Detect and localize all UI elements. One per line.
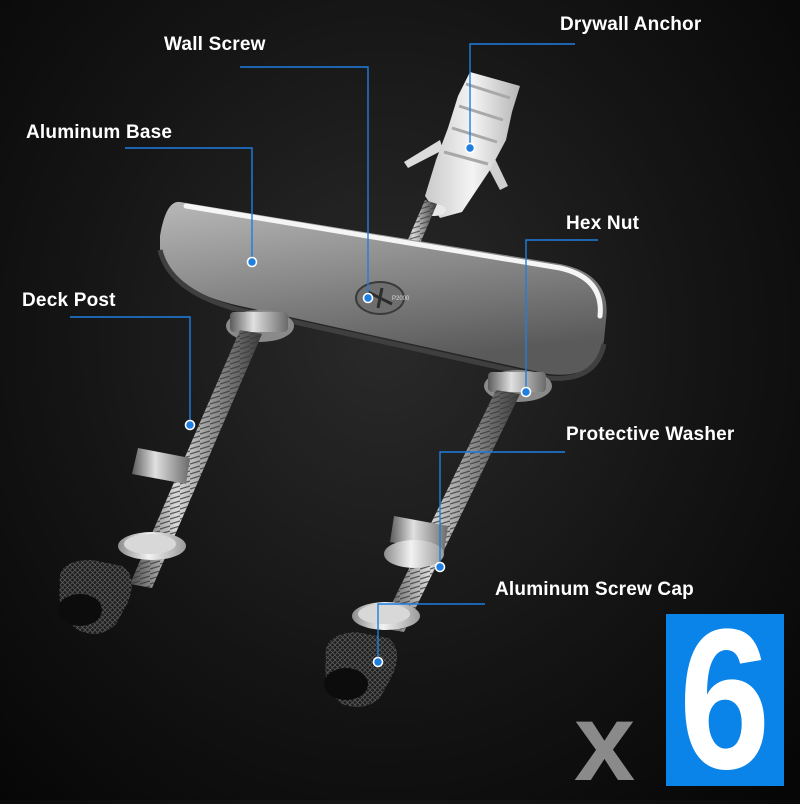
callout-leader-lines	[70, 43, 598, 662]
leader-hex-nut	[525, 239, 598, 392]
screw-head-marking: P2000	[392, 296, 410, 302]
aluminum-base: P2000	[157, 201, 607, 381]
leader-wall-screw	[240, 66, 369, 298]
callout-deck-post: Deck Post	[22, 290, 116, 311]
callout-dots	[184, 142, 532, 668]
left-deck-post	[58, 310, 294, 634]
leader-aluminum-screw-cap	[377, 603, 485, 662]
quantity-prefix: x	[574, 681, 636, 804]
right-deck-post	[324, 370, 552, 707]
leader-aluminum-base	[125, 147, 253, 262]
leader-drywall-anchor	[469, 43, 575, 148]
callout-protective-washer: Protective Washer	[566, 424, 735, 445]
callout-drywall-anchor: Drywall Anchor	[560, 14, 702, 35]
callout-wall-screw: Wall Screw	[164, 34, 266, 55]
callout-hex-nut: Hex Nut	[566, 213, 640, 234]
leader-deck-post	[70, 316, 191, 425]
leader-protective-washer	[439, 451, 565, 567]
callout-aluminum-base: Aluminum Base	[26, 122, 173, 143]
quantity-count: 6	[679, 614, 771, 786]
callout-aluminum-screw-cap: Aluminum Screw Cap	[495, 579, 694, 600]
quantity-badge: 6	[666, 614, 784, 786]
drywall-anchor	[404, 72, 520, 218]
